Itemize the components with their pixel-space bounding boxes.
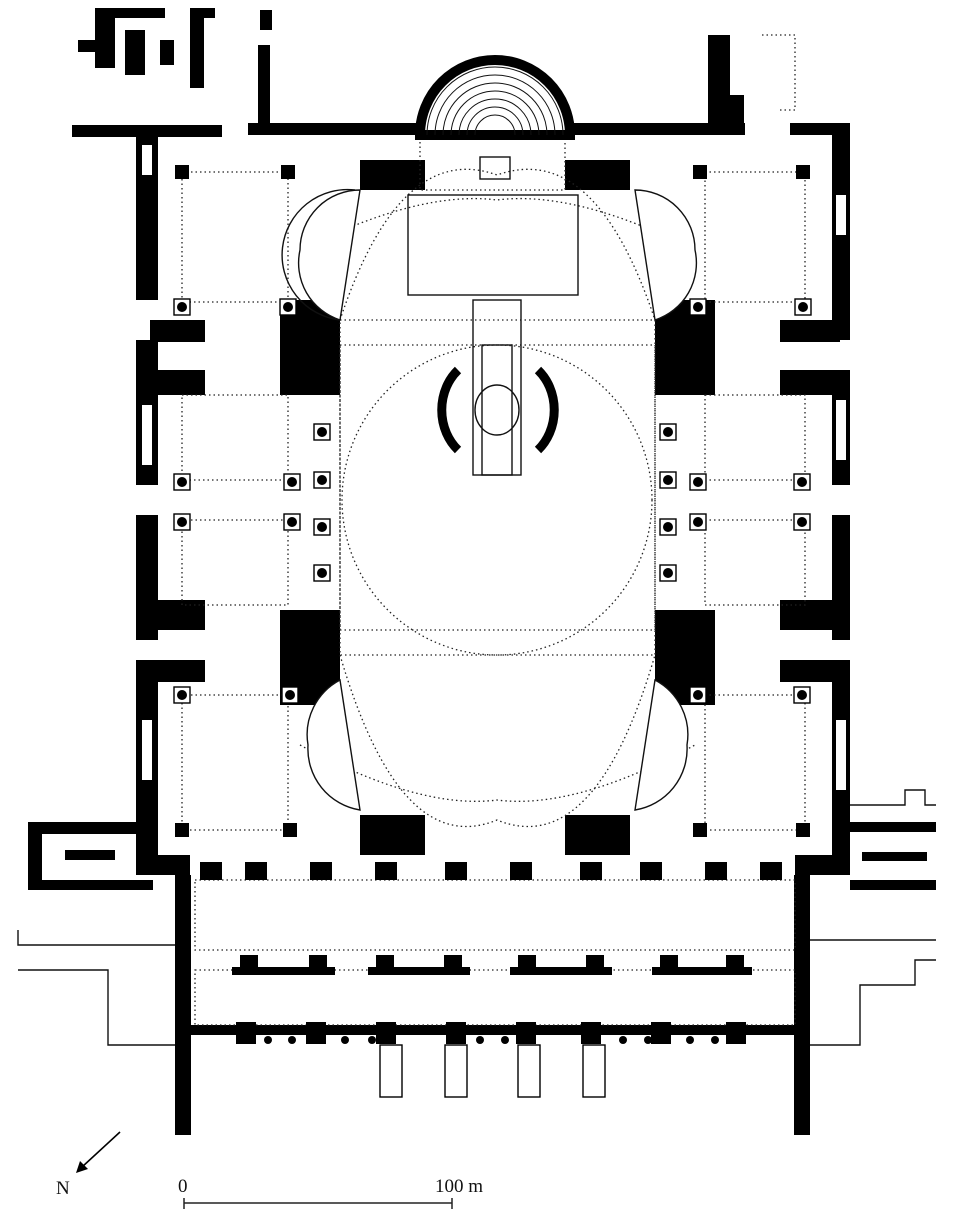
pier — [796, 823, 810, 837]
column — [177, 517, 187, 527]
column — [177, 477, 187, 487]
column — [177, 302, 187, 312]
porch — [582, 1044, 606, 1098]
column — [663, 475, 673, 485]
column — [264, 1036, 272, 1044]
column — [797, 517, 807, 527]
portal-pier — [306, 1022, 326, 1044]
pier — [175, 823, 189, 837]
narthex-wall — [510, 967, 612, 975]
scale-bar — [183, 1198, 453, 1209]
narthex-pier — [376, 955, 394, 969]
narthex-wall — [368, 967, 470, 975]
north-arrow-icon — [76, 1131, 121, 1173]
porch — [444, 1044, 468, 1098]
narthex-pier — [586, 955, 604, 969]
column — [288, 1036, 296, 1044]
column — [693, 302, 703, 312]
porch — [517, 1044, 541, 1098]
column — [686, 1036, 694, 1044]
pier — [281, 165, 295, 179]
narthex-pier — [240, 955, 258, 969]
narthex-pier — [445, 862, 467, 880]
narthex-pier — [200, 862, 222, 880]
portal-pier — [581, 1022, 601, 1044]
column — [644, 1036, 652, 1044]
narthex-piers — [200, 862, 782, 1098]
pier — [693, 165, 707, 179]
column — [663, 427, 673, 437]
column — [368, 1036, 376, 1044]
column — [287, 517, 297, 527]
narthex-pier — [726, 955, 744, 969]
pier — [283, 823, 297, 837]
pier — [175, 165, 189, 179]
narthex-pier — [640, 862, 662, 880]
narthex-wall — [232, 967, 335, 975]
narthex-pier — [444, 955, 462, 969]
column — [317, 522, 327, 532]
column — [285, 690, 295, 700]
columns — [173, 165, 812, 837]
narthex-pier — [660, 955, 678, 969]
narthex-pier — [510, 862, 532, 880]
column — [619, 1036, 627, 1044]
column — [711, 1036, 719, 1044]
column — [797, 690, 807, 700]
narthex-pier — [518, 955, 536, 969]
column — [693, 477, 703, 487]
column — [663, 568, 673, 578]
narthex-pier — [309, 955, 327, 969]
vault-lines — [181, 134, 806, 1026]
pier — [693, 823, 707, 837]
narthex-pier — [310, 862, 332, 880]
portal-pier — [446, 1022, 466, 1044]
porch — [379, 1044, 403, 1098]
scale-end-label: 100 m — [435, 1176, 484, 1197]
walls — [17, 8, 936, 1135]
narthex-pier — [760, 862, 782, 880]
column — [797, 477, 807, 487]
portal-pier — [376, 1022, 396, 1044]
column — [476, 1036, 484, 1044]
column — [798, 302, 808, 312]
column — [693, 517, 703, 527]
column — [283, 302, 293, 312]
column — [317, 568, 327, 578]
north-label: N — [56, 1178, 70, 1199]
narthex-wall — [652, 967, 752, 975]
scale-start-label: 0 — [178, 1176, 188, 1197]
narthex-pier — [580, 862, 602, 880]
column — [663, 522, 673, 532]
portal-pier — [726, 1022, 746, 1044]
portal-pier — [651, 1022, 671, 1044]
column — [287, 477, 297, 487]
column — [317, 427, 327, 437]
exedrae — [281, 55, 698, 811]
column — [693, 690, 703, 700]
portal-pier — [236, 1022, 256, 1044]
portal-pier — [516, 1022, 536, 1044]
narthex-pier — [705, 862, 727, 880]
pier — [796, 165, 810, 179]
narthex-pier — [245, 862, 267, 880]
narthex-pier — [375, 862, 397, 880]
column — [317, 475, 327, 485]
column — [501, 1036, 509, 1044]
column — [177, 690, 187, 700]
column — [341, 1036, 349, 1044]
